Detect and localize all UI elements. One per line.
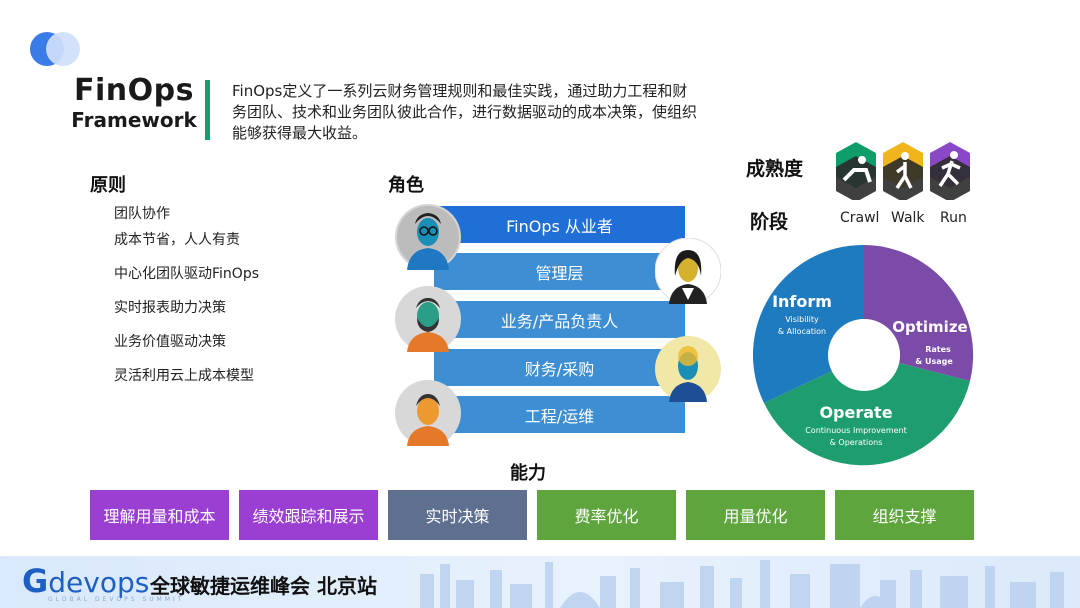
role-executive: 管理层 (434, 253, 685, 290)
person-avatar-icon (395, 286, 461, 352)
maturity-stage-label: Crawl (840, 210, 880, 226)
operate-segment (764, 363, 970, 466)
city-skyline-icon (420, 560, 1064, 608)
inform-title: Inform (772, 292, 832, 311)
principle-item: 中心化团队驱动FinOps (114, 266, 259, 282)
maturity-hexagons (836, 142, 970, 200)
walk-icon (883, 142, 923, 200)
capability-realtime-decision: 实时决策 (388, 490, 527, 540)
maturity-stage-label: Run (940, 210, 967, 226)
logo-circles-icon (30, 32, 84, 66)
principles-heading: 原则 (90, 175, 126, 196)
person-avatar-icon (395, 204, 461, 270)
operate-title: Operate (819, 403, 892, 422)
gdevops-logo: Gdevops (22, 562, 149, 600)
role-business-owner: 业务/产品负责人 (434, 301, 685, 338)
gdevops-logo-g: G (22, 562, 49, 600)
principle-item: 灵活利用云上成本模型 (114, 368, 254, 384)
person-avatar-icon (395, 380, 461, 446)
role-finance-procurement: 财务/采购 (434, 349, 685, 386)
inform-sub2: & Allocation (778, 327, 826, 336)
gdevops-logo-text: devops (48, 566, 150, 599)
title-divider (205, 80, 210, 140)
framework-title-line1: FinOps (74, 73, 194, 108)
framework-title: FinOps Framework (70, 73, 198, 132)
gdevops-tagline: GLOBAL DEVOPS SUMMIT (48, 596, 185, 603)
run-icon (930, 142, 970, 200)
operate-sub1: Continuous Improvement (805, 426, 907, 435)
capability-performance-tracking: 绩效跟踪和展示 (239, 490, 378, 540)
roles-heading: 角色 (388, 175, 424, 196)
role-engineering-ops: 工程/运维 (434, 396, 685, 433)
capabilities-heading: 能力 (510, 463, 546, 484)
phases-cycle-diagram: Inform Visibility & Allocation Optimize … (752, 244, 974, 466)
optimize-title: Optimize (892, 318, 967, 336)
role-finops-practitioner: FinOps 从业者 (434, 206, 685, 243)
principle-item: 团队协作 (114, 206, 170, 222)
inform-sub1: Visibility (785, 315, 819, 324)
person-avatar-icon (655, 238, 721, 304)
inform-segment (752, 244, 864, 403)
crawl-icon (836, 142, 876, 200)
optimize-segment (864, 245, 974, 381)
principle-item: 成本节省，人人有责 (114, 232, 240, 248)
capabilities-row: 理解用量和成本 绩效跟踪和展示 实时决策 费率优化 用量优化 组织支撑 (90, 490, 978, 540)
footer-banner: Gdevops 全球敏捷运维峰会 北京站 GLOBAL DEVOPS SUMMI… (0, 556, 1080, 608)
capability-understand-usage-cost: 理解用量和成本 (90, 490, 229, 540)
optimize-sub1: Rates (925, 345, 951, 354)
principle-item: 实时报表助力决策 (114, 300, 226, 316)
capability-org-support: 组织支撑 (835, 490, 974, 540)
operate-sub2: & Operations (830, 438, 883, 447)
capability-usage-optimization: 用量优化 (686, 490, 825, 540)
event-name: 全球敏捷运维峰会 北京站 (150, 574, 377, 598)
principles-list: 团队协作 成本节省，人人有责 中心化团队驱动FinOps 实时报表助力决策 业务… (114, 204, 259, 400)
optimize-sub2: & Usage (915, 357, 953, 366)
phases-heading: 阶段 (750, 211, 789, 233)
maturity-heading: 成熟度 (746, 158, 804, 180)
maturity-stage-label: Walk (891, 210, 925, 226)
framework-title-line2: Framework (71, 108, 197, 132)
capability-rate-optimization: 费率优化 (537, 490, 676, 540)
principle-item: 业务价值驱动决策 (114, 334, 226, 350)
framework-description: FinOps定义了一系列云财务管理规则和最佳实践，通过助力工程和财务团队、技术和… (232, 82, 698, 142)
person-avatar-icon (655, 336, 721, 402)
